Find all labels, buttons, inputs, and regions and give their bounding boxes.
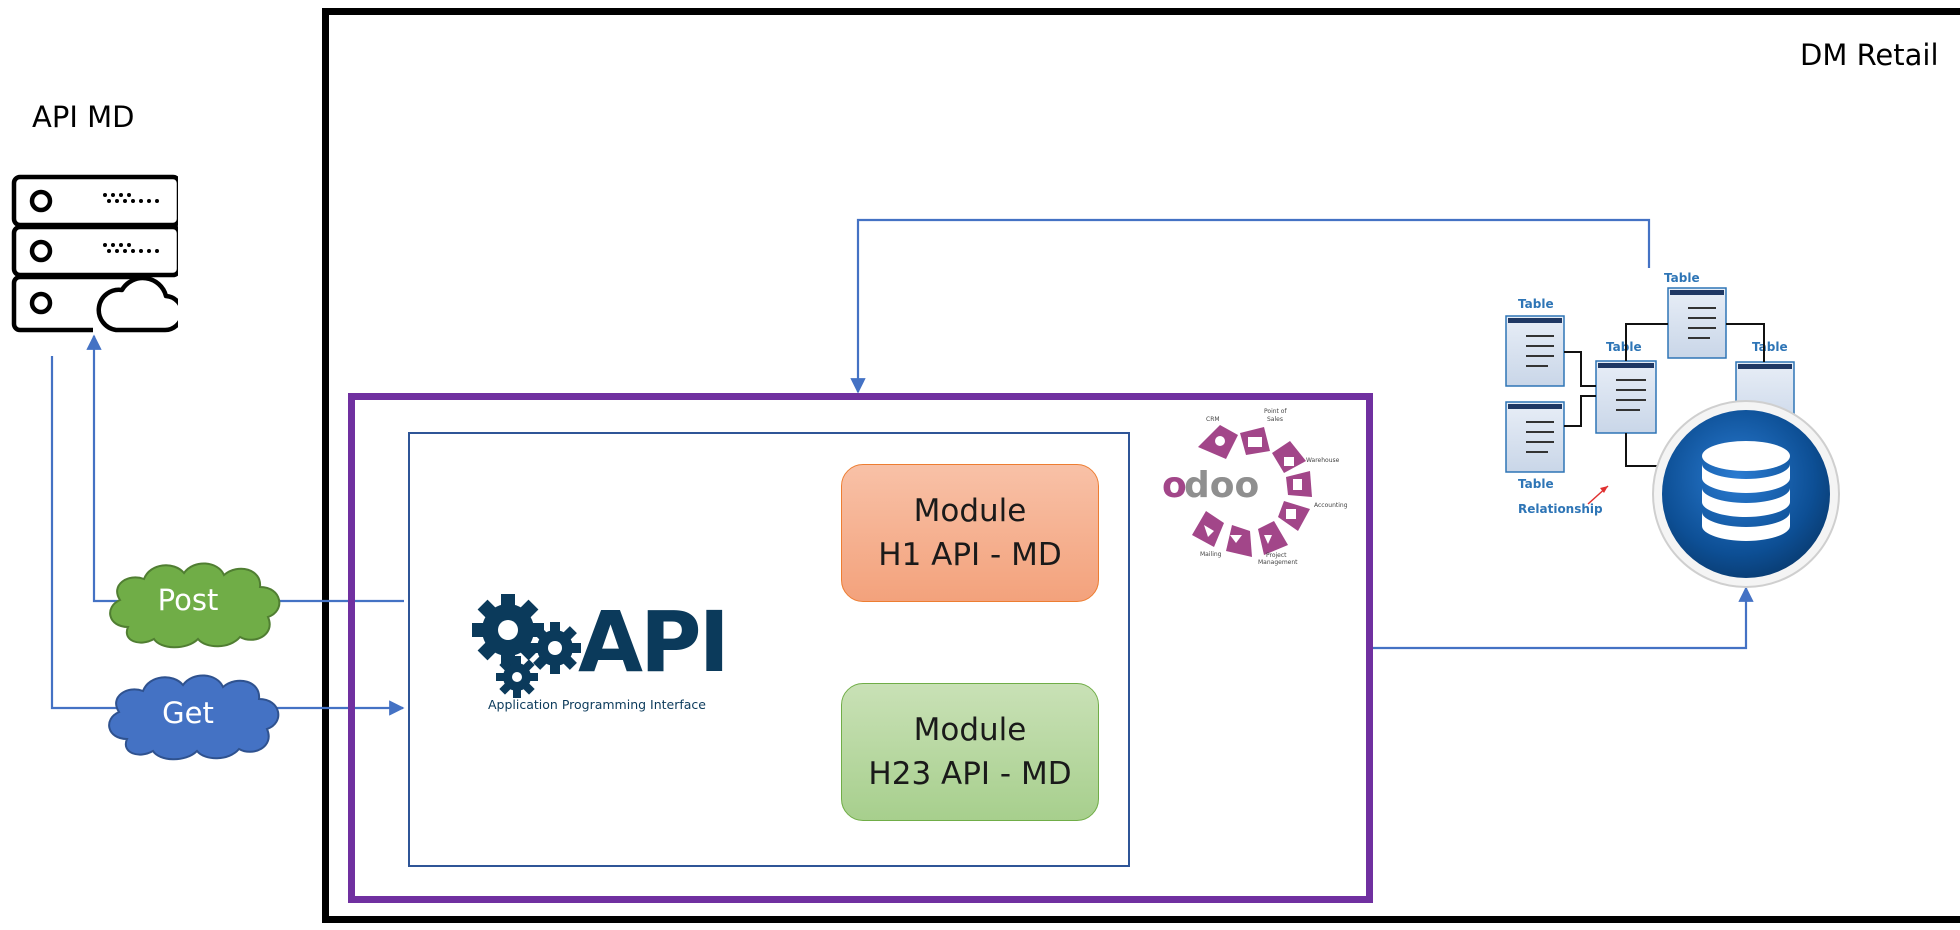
dm-retail-label: DM Retail — [1800, 38, 1939, 72]
module-h23-box[interactable]: Module H23 API - MD — [841, 683, 1099, 821]
odoo-app-mailing: Mailing — [1200, 551, 1222, 558]
module-h23-line1: Module — [913, 712, 1027, 748]
get-label: Get — [162, 696, 214, 730]
db-to-odoo-connector — [850, 218, 1651, 394]
module-h23-line2: H23 API - MD — [868, 756, 1072, 792]
svg-text:Table: Table — [1752, 340, 1788, 354]
get-connector — [50, 356, 405, 716]
api-frame — [408, 432, 1130, 867]
odoo-app-pos: Point of — [1264, 408, 1287, 415]
odoo-word-o: o — [1162, 465, 1187, 506]
svg-text:Table: Table — [1518, 477, 1554, 491]
svg-text:Table: Table — [1518, 297, 1554, 311]
odoo-app-pos-2: Sales — [1267, 416, 1283, 423]
post-label: Post — [157, 583, 219, 617]
dm-retail-frame — [322, 8, 1960, 923]
odoo-word-doo: doo — [1184, 465, 1259, 506]
svg-text:Table: Table — [1606, 340, 1642, 354]
odoo-app-project: Project — [1266, 552, 1287, 559]
odoo-app-management: Management — [1258, 559, 1298, 566]
svg-text:Relationship: Relationship — [1518, 502, 1603, 516]
odoo-app-crm: CRM — [1206, 416, 1220, 423]
module-h1-line2: H1 API - MD — [878, 537, 1062, 573]
odoo-app-accounting: Accounting — [1314, 502, 1348, 509]
odoo-to-db-connector — [1373, 586, 1754, 650]
module-h1-box[interactable]: Module H1 API - MD — [841, 464, 1099, 602]
post-cloud-shape — [109, 562, 281, 649]
post-connector — [86, 334, 404, 603]
server-cloud-icon — [11, 174, 178, 333]
odoo-frame — [348, 393, 1373, 903]
api-logo-word: API — [578, 593, 730, 691]
gears-icon — [472, 594, 581, 698]
svg-text:Table: Table — [1664, 271, 1700, 285]
get-cloud-shape — [108, 674, 280, 761]
odoo-app-warehouse: Warehouse — [1306, 457, 1340, 464]
api-md-label: API MD — [32, 100, 135, 134]
database-icon — [1652, 400, 1840, 588]
odoo-logo: CRM Point of Sales Warehouse Accounting … — [1162, 408, 1348, 566]
module-h1-line1: Module — [913, 493, 1027, 529]
api-logo-subtitle: Application Programming Interface — [488, 697, 706, 712]
